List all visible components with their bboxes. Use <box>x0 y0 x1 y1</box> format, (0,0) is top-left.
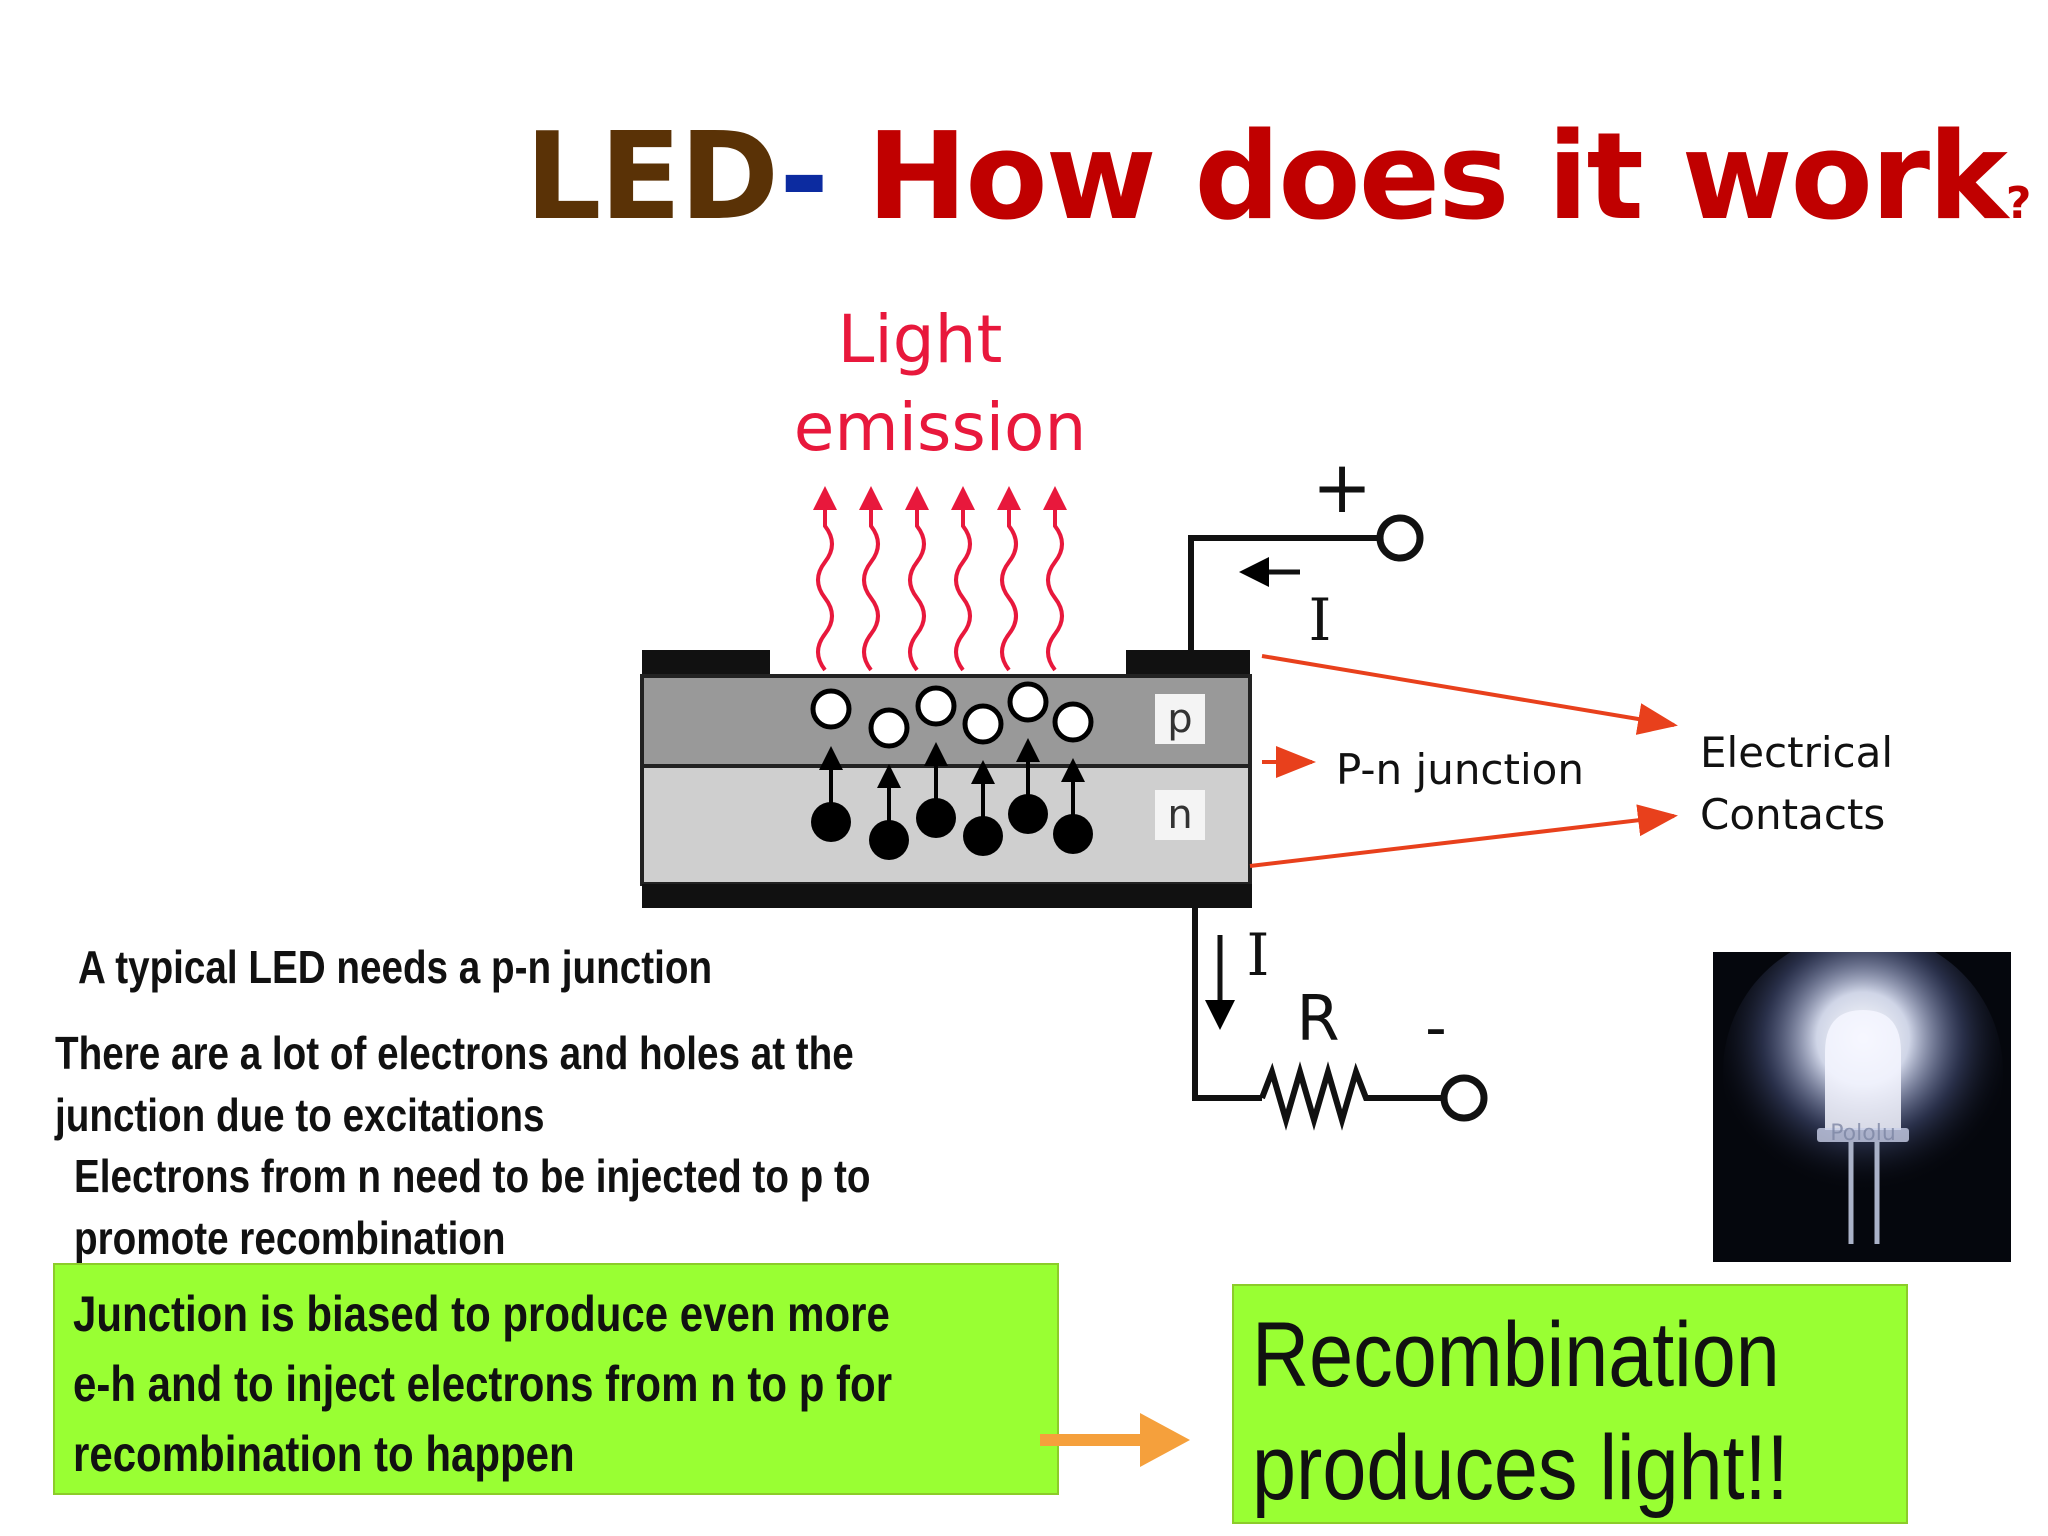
current-label-top: I <box>1309 586 1332 654</box>
orange-arrow <box>1040 1413 1190 1467</box>
light-wave-2 <box>859 486 883 672</box>
title-dash: - <box>779 108 829 247</box>
hole-1 <box>810 688 852 730</box>
led-photo: Pololu <box>1713 952 2011 1262</box>
bias-note-box <box>53 1263 1059 1495</box>
resistor-zigzag <box>1259 1061 1444 1131</box>
light-wave-1 <box>813 486 837 672</box>
light-wave-arrows <box>813 486 1067 672</box>
light-label-2: emission <box>794 389 1087 466</box>
terminal-plus <box>1376 514 1424 562</box>
result-line-2: produces light!! <box>1252 1417 1789 1519</box>
holes <box>810 681 1094 749</box>
resistor-label: R <box>1296 982 1339 1055</box>
bias-note-line-2: e-h and to inject electrons from n to p … <box>73 1356 893 1412</box>
terminal-minus <box>1440 1074 1488 1122</box>
text-line-3a: Electrons from n need to be injected to … <box>74 1150 871 1202</box>
bottom-contact <box>642 884 1252 908</box>
current-label-bottom: I <box>1247 921 1270 989</box>
title-main: How does it work <box>827 108 2008 247</box>
p-label-bg <box>1155 694 1205 744</box>
electron-3 <box>916 798 956 838</box>
contacts-label-2: Contacts <box>1700 790 1886 839</box>
hole-2 <box>868 707 910 749</box>
text-line-2b: junction due to excitations <box>55 1089 545 1141</box>
p-label: p <box>1167 696 1192 742</box>
result-line-1: Recombination <box>1252 1304 1780 1406</box>
led-bulb <box>1825 1010 1901 1130</box>
result-box <box>1232 1284 1908 1524</box>
bias-note-line-1: Junction is biased to produce even more <box>73 1286 890 1342</box>
led-rim <box>1817 1128 1909 1142</box>
electron-1 <box>811 802 851 842</box>
hole-3 <box>915 685 957 727</box>
electrons <box>811 794 1093 860</box>
contact-arrow-top <box>1261 654 1678 735</box>
electron-5 <box>1008 794 1048 834</box>
top-contact-left <box>642 650 770 678</box>
light-wave-5 <box>997 486 1021 672</box>
hole-6 <box>1052 701 1094 743</box>
light-wave-4 <box>951 486 975 672</box>
wire-bottom <box>1192 908 1262 1101</box>
text-line-1: A typical LED needs a p-n junction <box>78 941 713 993</box>
text-line-3b: promote recombination <box>74 1212 506 1264</box>
photo-watermark: Pololu <box>1830 1121 1896 1146</box>
wire-top <box>1188 535 1380 650</box>
light-wave-3 <box>905 486 929 672</box>
n-label: n <box>1167 792 1192 838</box>
contacts-label-1: Electrical <box>1700 728 1894 777</box>
n-label-bg <box>1155 790 1205 840</box>
electron-2 <box>869 820 909 860</box>
electron-6 <box>1053 814 1093 854</box>
text-line-2a: There are a lot of electrons and holes a… <box>55 1027 854 1079</box>
plus-sign: + <box>1312 445 1372 529</box>
contact-arrow-bottom <box>1249 804 1678 868</box>
top-contact-right <box>1126 650 1250 678</box>
electron-4 <box>963 816 1003 856</box>
title-led: LED <box>525 108 781 247</box>
light-wave-6 <box>1043 486 1067 672</box>
pn-junction-label: P-n junction <box>1336 745 1584 794</box>
led-photo-graphic: Pololu <box>1713 952 2011 1262</box>
bias-note-line-3: recombination to happen <box>73 1426 575 1482</box>
hole-4 <box>962 703 1004 745</box>
slide-title: LED- How does it work? <box>525 118 2031 238</box>
minus-sign: - <box>1425 993 1447 1063</box>
hole-5 <box>1007 681 1049 723</box>
light-label-1: Light <box>838 301 1003 378</box>
title-question-mark: ? <box>2005 178 2031 229</box>
